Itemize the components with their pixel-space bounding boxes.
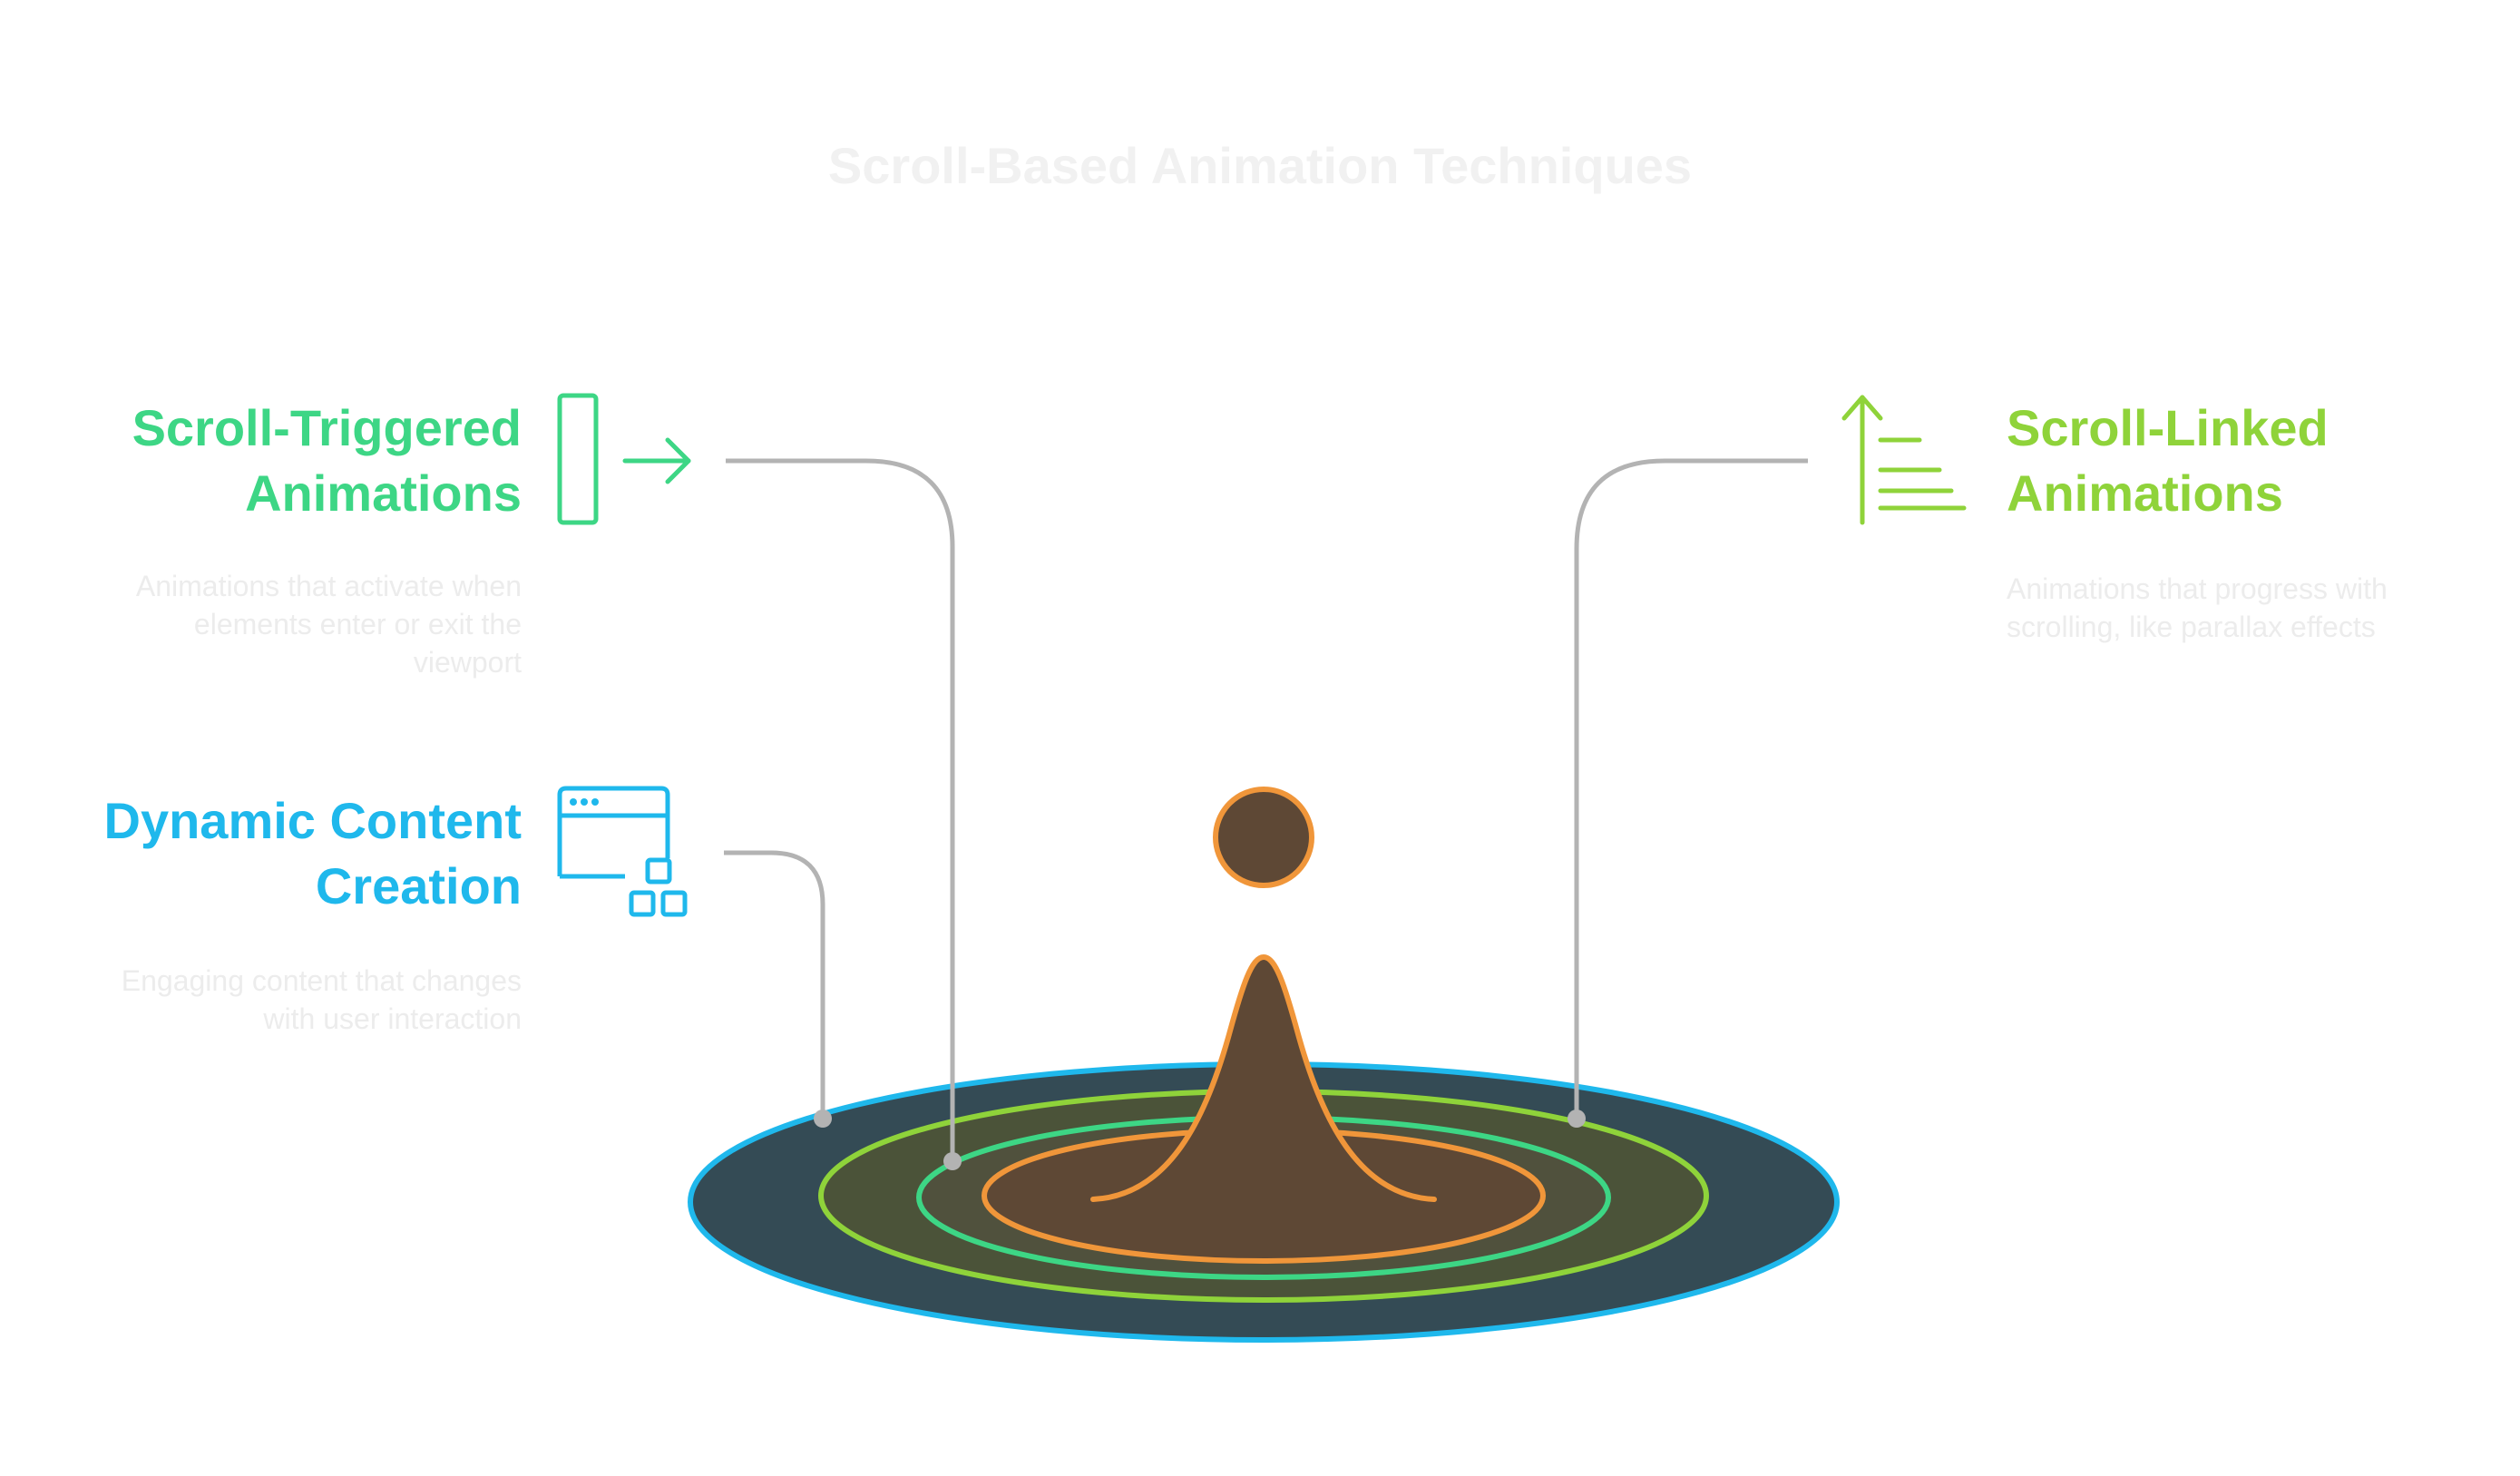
- scroll-triggered-description: Animations that activate when elements e…: [136, 567, 522, 681]
- scroll-triggered-description-line-2: elements enter or exit the: [193, 608, 522, 640]
- dynamic-content-heading-line-1: Dynamic Content: [103, 792, 523, 849]
- droplet: [1213, 787, 1314, 888]
- scroll-triggered-heading-line-1: Scroll-Triggered: [132, 399, 522, 456]
- scroll-linked-description-line-2: scrolling, like parallax effects: [2007, 611, 2376, 643]
- splash-column: [1093, 957, 1434, 1207]
- connector-dot-scroll-triggered: [943, 1152, 962, 1170]
- dynamic-content-heading-line-2: Creation: [315, 857, 522, 914]
- connector-dynamic-content: [724, 850, 825, 1119]
- connector-scroll-linked: [1574, 458, 1808, 1119]
- dynamic-content-heading: Dynamic Content Creation: [104, 788, 523, 919]
- dynamic-content-description-line-2: with user interaction: [263, 1002, 522, 1035]
- up-arrow-list-icon: [1841, 395, 1967, 525]
- dynamic-content-description: Engaging content that changes with user …: [122, 962, 522, 1038]
- scroll-linked-heading-line-2: Animations: [2007, 464, 2283, 522]
- scroll-triggered-heading: Scroll-Triggered Animations: [132, 396, 522, 526]
- scroll-linked-description: Animations that progress with scrolling,…: [2007, 570, 2388, 646]
- scroll-linked-heading: Scroll-Linked Animations: [2007, 396, 2329, 526]
- connector-dot-scroll-linked: [1568, 1109, 1586, 1128]
- connector-dot-dynamic-content: [814, 1109, 832, 1128]
- scroll-triggered-heading-line-2: Animations: [245, 464, 522, 522]
- scroll-bar-arrow-icon: [557, 393, 691, 525]
- dynamic-content-description-line-1: Engaging content that changes: [121, 964, 522, 997]
- scroll-triggered-description-line-3: viewport: [413, 646, 522, 679]
- scroll-linked-heading-line-1: Scroll-Linked: [2007, 399, 2329, 456]
- scroll-linked-description-line-1: Animations that progress with: [2007, 572, 2388, 605]
- browser-blocks-icon: [557, 786, 688, 917]
- page-title: Scroll-Based Animation Techniques: [827, 137, 1693, 194]
- connector-scroll-triggered: [726, 458, 955, 1161]
- splash-column-outline: [1090, 953, 1437, 1202]
- scroll-triggered-description-line-1: Animations that activate when: [135, 570, 522, 602]
